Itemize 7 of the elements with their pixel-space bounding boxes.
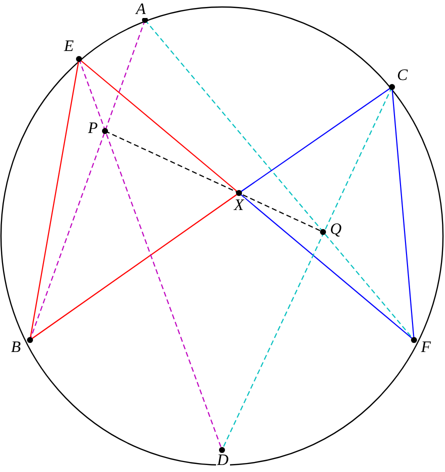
point-label: A	[135, 2, 147, 18]
point-label: D	[216, 453, 230, 469]
line-segment	[30, 192, 240, 340]
line-segment	[238, 86, 392, 194]
line-segment	[78, 58, 240, 194]
line-segment	[238, 192, 414, 340]
point-label: Q	[329, 222, 343, 238]
